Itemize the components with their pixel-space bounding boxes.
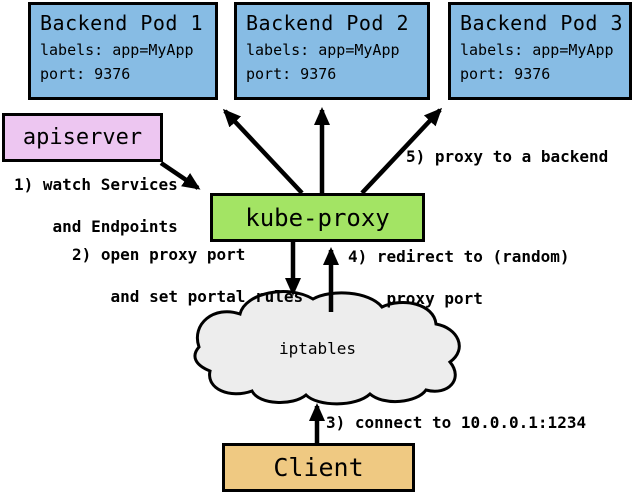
kube-proxy-box: kube-proxy bbox=[210, 193, 425, 242]
backend-pod-2-port: port: 9376 bbox=[246, 65, 337, 83]
backend-pod-2-labels: labels: app=MyApp bbox=[246, 41, 400, 59]
backend-pod-1-labels: labels: app=MyApp bbox=[40, 41, 194, 59]
backend-pod-3-box: Backend Pod 3 labels: app=MyApp port: 93… bbox=[448, 2, 632, 100]
annotation-step-2-line1: 2) open proxy port bbox=[72, 245, 246, 264]
annotation-step-1-line1: 1) watch Services bbox=[14, 175, 178, 194]
backend-pod-1-title: Backend Pod 1 bbox=[40, 11, 204, 35]
backend-pod-3-title: Backend Pod 3 bbox=[460, 11, 624, 35]
annotation-step-4-line2: proxy port bbox=[386, 289, 483, 308]
annotation-step-1-line2: and Endpoints bbox=[52, 217, 178, 236]
annotation-step-5: 5) proxy to a backend bbox=[406, 147, 609, 166]
annotation-step-2-line2: and set portal rules bbox=[110, 287, 304, 306]
arrow-proxy-to-pod3 bbox=[360, 107, 443, 195]
annotation-step-4: 4) redirect to (random) proxy port bbox=[348, 246, 570, 309]
backend-pod-1-port: port: 9376 bbox=[40, 65, 131, 83]
apiserver-label: apiserver bbox=[22, 125, 143, 150]
kube-proxy-label: kube-proxy bbox=[245, 203, 390, 232]
backend-pod-2-title: Backend Pod 2 bbox=[246, 11, 410, 35]
client-label: Client bbox=[273, 453, 364, 482]
arrow-proxy-to-pod1 bbox=[222, 108, 304, 195]
arrow-watch-services bbox=[159, 161, 201, 190]
backend-pod-3-labels: labels: app=MyApp bbox=[460, 41, 614, 59]
backend-pod-3-port: port: 9376 bbox=[460, 65, 551, 83]
backend-pod-2-box: Backend Pod 2 labels: app=MyApp port: 93… bbox=[234, 2, 430, 100]
annotation-step-4-line1: 4) redirect to (random) bbox=[348, 247, 570, 266]
iptables-label: iptables bbox=[278, 339, 357, 358]
annotation-step-2: 2) open proxy port and set portal rules bbox=[72, 244, 303, 307]
client-box: Client bbox=[222, 443, 415, 492]
annotation-step-3: 3) connect to 10.0.0.1:1234 bbox=[326, 413, 587, 432]
backend-pod-1-box: Backend Pod 1 labels: app=MyApp port: 93… bbox=[28, 2, 218, 100]
apiserver-box: apiserver bbox=[2, 113, 163, 162]
annotation-step-1: 1) watch Services and Endpoints bbox=[14, 174, 178, 237]
